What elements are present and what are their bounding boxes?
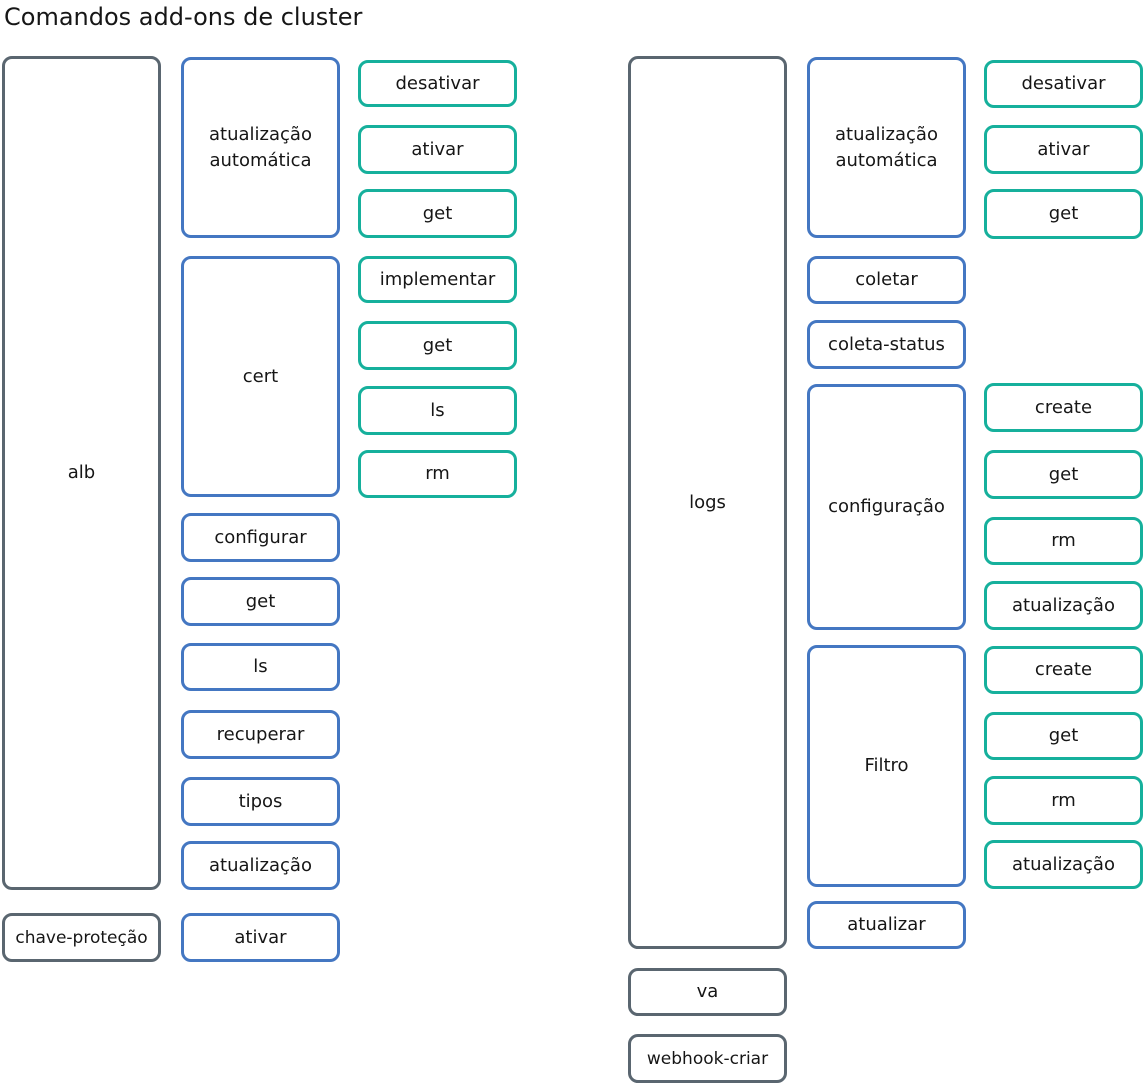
node-alb-cert-get: get <box>358 321 517 370</box>
node-alb-cert-implementar: implementar <box>358 256 517 303</box>
node-alb-cert-rm: rm <box>358 450 517 498</box>
node-logs-config-get: get <box>984 450 1143 499</box>
node-alb-tipos: tipos <box>181 777 340 826</box>
node-alb-get: get <box>181 577 340 626</box>
node-alb-cert-ls: ls <box>358 386 517 435</box>
node-alb-atualizacao: atualização <box>181 841 340 890</box>
node-chave-protecao-ativar: ativar <box>181 913 340 962</box>
node-alb-recuperar: recuperar <box>181 710 340 759</box>
node-logs-config-rm: rm <box>984 517 1143 565</box>
node-alb-aa-ativar: ativar <box>358 125 517 174</box>
node-logs: logs <box>628 56 787 949</box>
node-logs-filtro-rm: rm <box>984 776 1143 825</box>
node-chave-protecao: chave-proteção <box>2 913 161 962</box>
node-logs-coleta-status: coleta-status <box>807 320 966 369</box>
node-logs-filtro-atualizacao: atualização <box>984 840 1143 889</box>
node-webhook-criar: webhook-criar <box>628 1034 787 1083</box>
diagram-title: Comandos add-ons de cluster <box>4 3 363 31</box>
node-logs-configuracao: configuração <box>807 384 966 630</box>
node-alb-atualizacao-automatica: atualização automática <box>181 57 340 238</box>
node-va: va <box>628 968 787 1016</box>
node-logs-atualizacao-automatica: atualização automática <box>807 57 966 238</box>
node-alb-aa-desativar: desativar <box>358 60 517 107</box>
node-logs-aa-desativar: desativar <box>984 60 1143 108</box>
node-alb-configurar: configurar <box>181 513 340 562</box>
node-alb-aa-get: get <box>358 189 517 238</box>
node-logs-coletar: coletar <box>807 256 966 304</box>
node-logs-config-atualizacao: atualização <box>984 581 1143 630</box>
node-alb: alb <box>2 56 161 890</box>
node-logs-filtro-create: create <box>984 646 1143 694</box>
node-logs-config-create: create <box>984 383 1143 432</box>
node-logs-aa-ativar: ativar <box>984 125 1143 174</box>
node-alb-cert: cert <box>181 256 340 497</box>
node-logs-aa-get: get <box>984 189 1143 239</box>
node-alb-ls: ls <box>181 643 340 691</box>
node-logs-atualizar: atualizar <box>807 901 966 949</box>
node-logs-filtro: Filtro <box>807 645 966 887</box>
node-logs-filtro-get: get <box>984 712 1143 760</box>
